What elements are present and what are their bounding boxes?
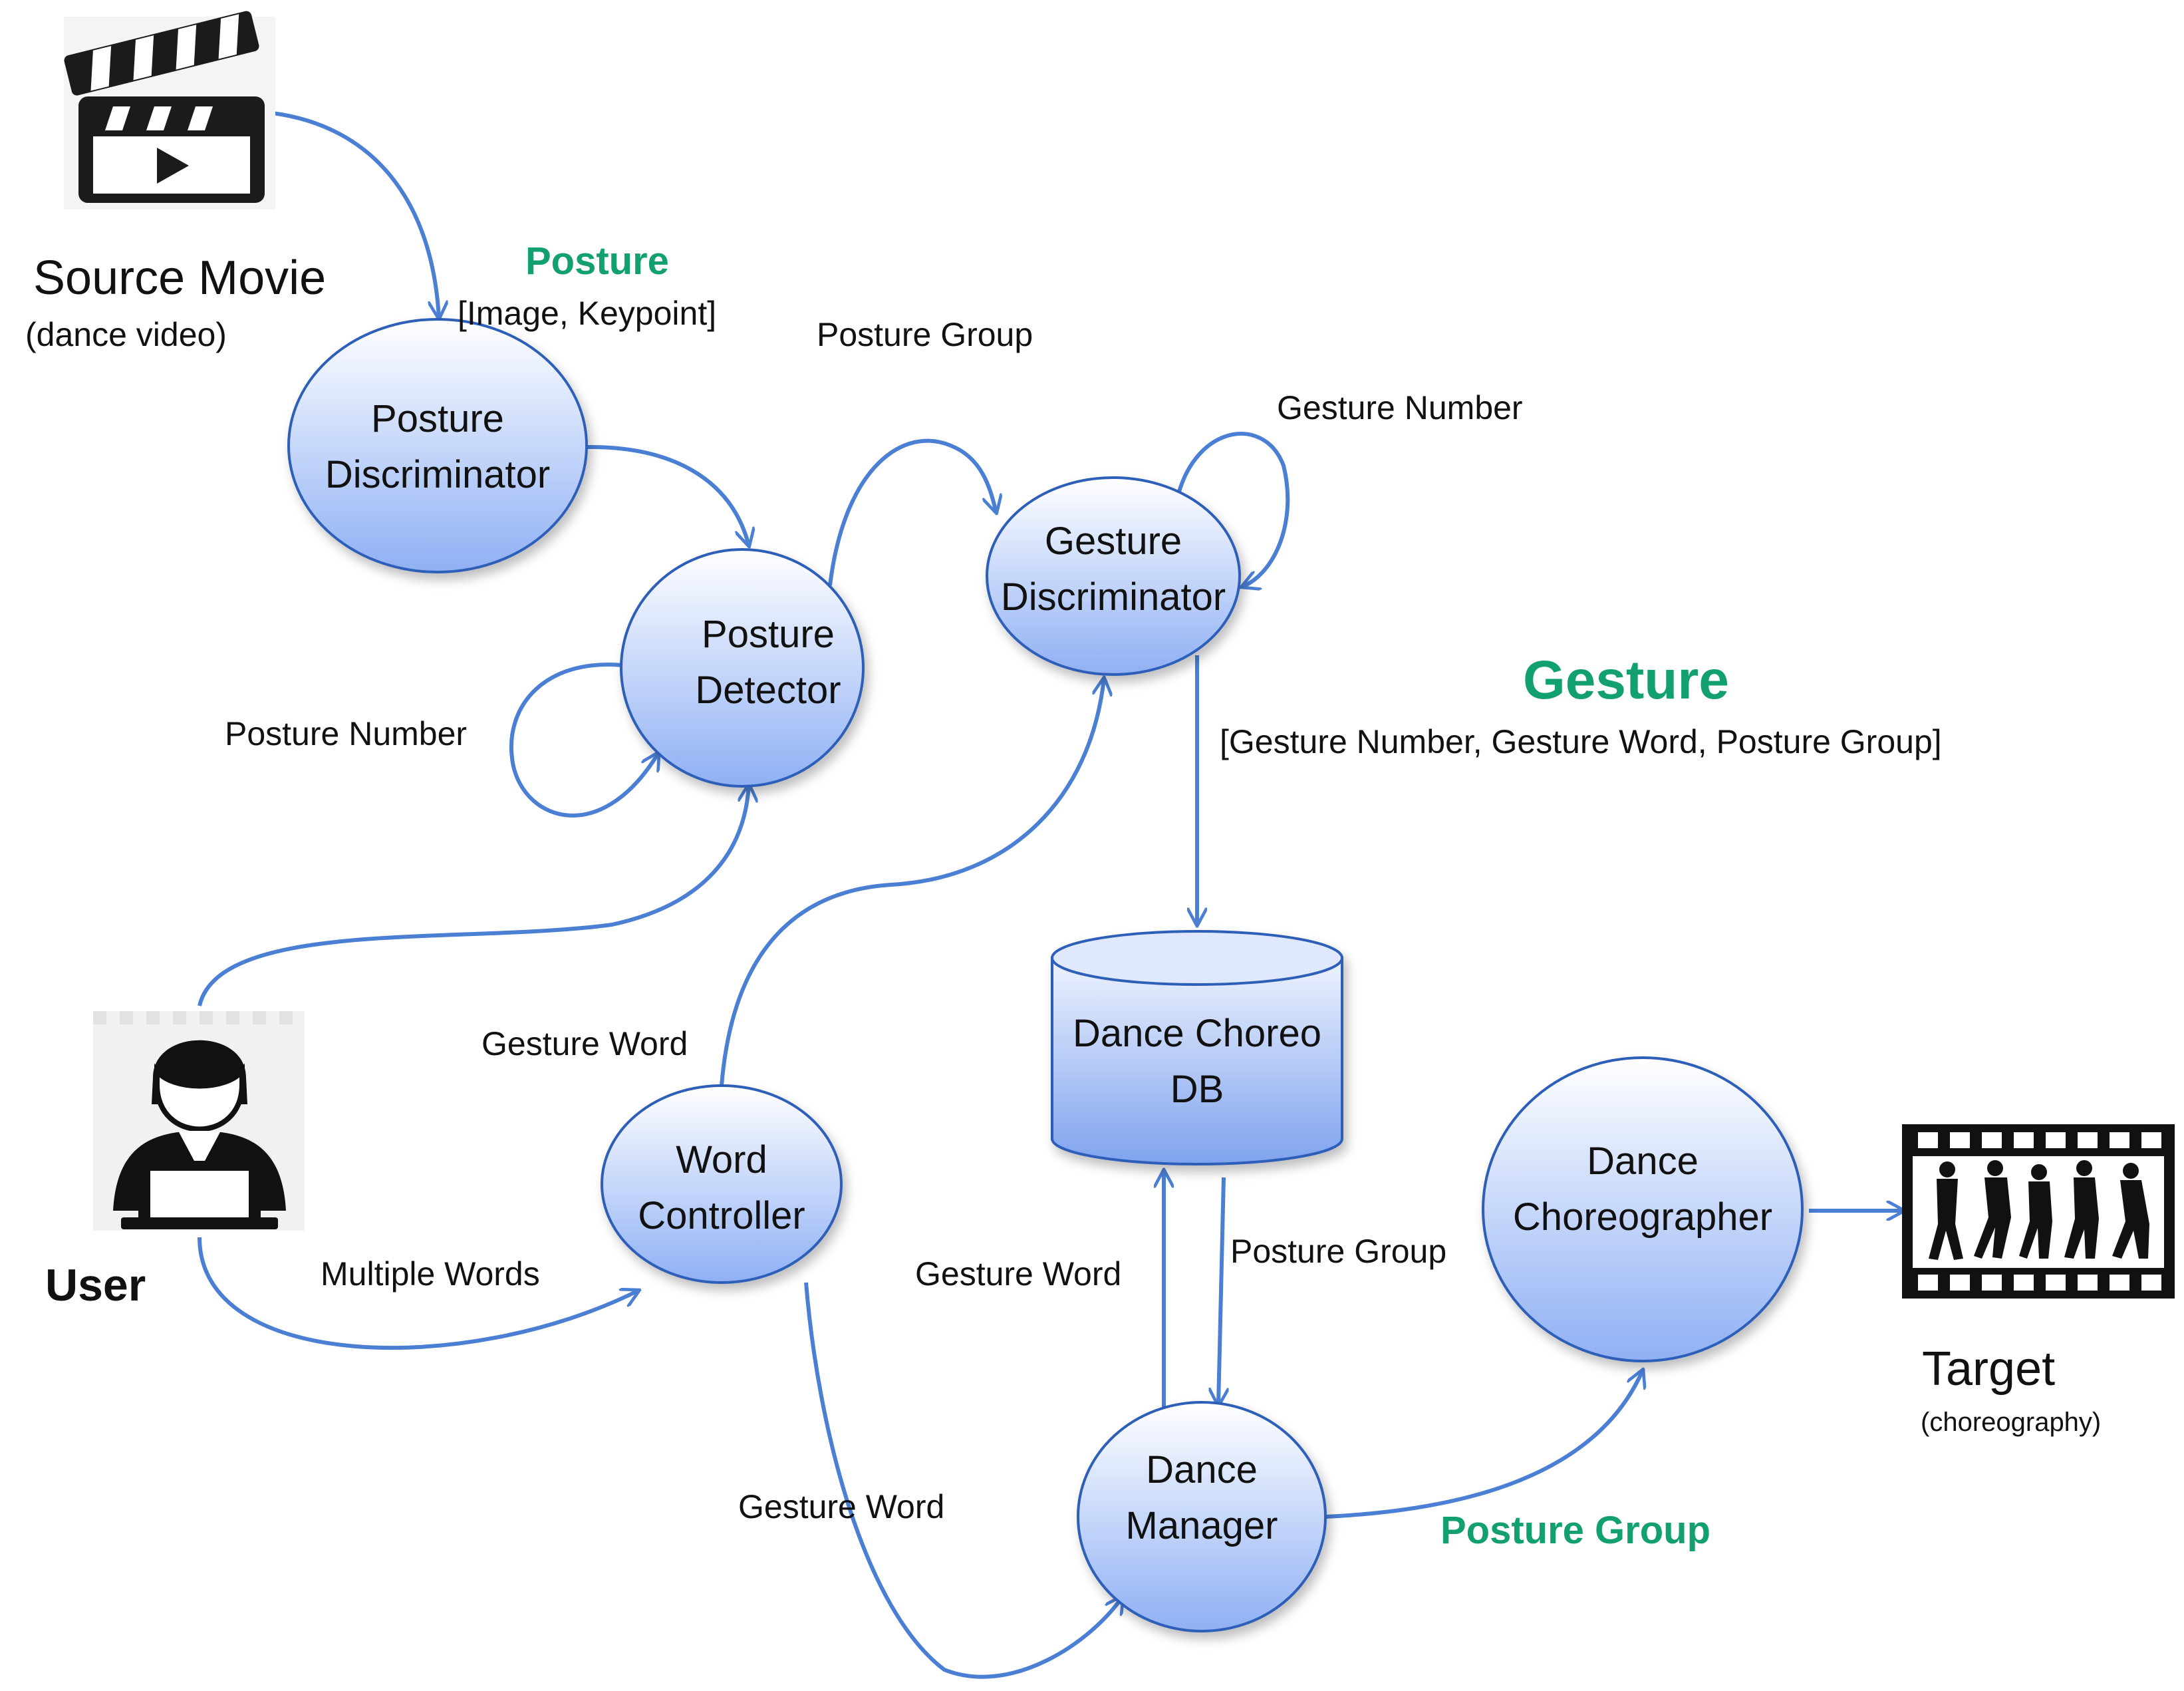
edge-posture-discriminator-to-posture-detector	[585, 444, 749, 545]
film-strip-dancers-icon	[1902, 1124, 2175, 1299]
gesture-word-db-label: Gesture Word	[915, 1255, 1122, 1293]
edge-db-to-dance-manager	[1218, 1177, 1224, 1405]
user-laptop-icon	[93, 1011, 305, 1231]
posture-group-highlight: Posture Group	[1440, 1509, 1711, 1552]
edge-user-to-word-controller	[198, 1237, 638, 1350]
node-dance-choreographer	[1482, 1056, 1804, 1362]
target-title: Target	[1922, 1342, 2056, 1396]
node-dance-manager	[1077, 1401, 1327, 1632]
posture-detail-label: [Image, Keypoint]	[458, 295, 717, 332]
source-subtitle: (dance video)	[25, 316, 227, 353]
edge-posture-number-loop	[509, 663, 658, 818]
node-dance-db	[1051, 930, 1343, 1165]
node-posture-discriminator	[287, 318, 588, 573]
edge-word-controller-to-gesture-discriminator	[720, 679, 1104, 1086]
posture-highlight: Posture	[525, 239, 669, 283]
source-title: Source Movie	[33, 251, 327, 305]
edge-posture-detector-to-gesture-discriminator	[828, 438, 996, 586]
edge-dance-manager-to-choreographer	[1325, 1370, 1643, 1519]
edge-source-to-posture-discriminator	[272, 111, 439, 318]
user-label: User	[45, 1260, 146, 1310]
edges	[198, 111, 1903, 1679]
movie-clapperboard-icon	[64, 11, 275, 210]
node-posture-detector	[620, 548, 865, 788]
gesture-detail-label: [Gesture Number, Gesture Word, Posture G…	[1220, 723, 1942, 760]
node-gesture-discriminator	[986, 476, 1241, 676]
gesture-highlight: Gesture	[1523, 650, 1729, 710]
gesture-number-label: Gesture Number	[1277, 389, 1523, 426]
edge-gesture-number-loop	[1174, 432, 1290, 587]
target-subtitle: (choreography)	[1921, 1408, 2102, 1437]
posture-group-top-label: Posture Group	[817, 316, 1033, 353]
edge-word-controller-to-dance-manager	[804, 1282, 1123, 1679]
posture-number-label: Posture Number	[225, 715, 468, 752]
posture-group-db-label: Posture Group	[1230, 1233, 1447, 1270]
gesture-word-top-label: Gesture Word	[481, 1025, 688, 1062]
edge-user-to-posture-detector	[198, 785, 749, 1006]
gesture-word-bottom-label: Gesture Word	[738, 1488, 945, 1525]
multiple-words-label: Multiple Words	[321, 1255, 540, 1293]
node-word-controller	[601, 1084, 843, 1284]
